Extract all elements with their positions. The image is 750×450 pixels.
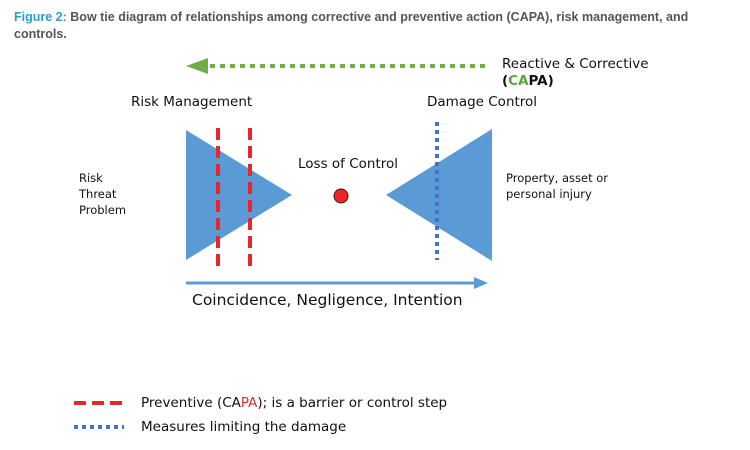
- reactive-line1: Reactive & Corrective: [502, 56, 649, 72]
- reactive-label: Reactive & Corrective (CAPA): [502, 56, 649, 90]
- damage-control-header: Damage Control: [427, 94, 538, 110]
- legend-measures: Measures limiting the damage: [141, 419, 347, 435]
- bottom-arrow-label: Coincidence, Negligence, Intention: [192, 291, 463, 309]
- figure-label: Figure 2:: [14, 10, 67, 24]
- left-item-risk: Risk: [79, 171, 103, 185]
- reactive-line2: (CAPA): [502, 73, 554, 89]
- left-triangle: [186, 130, 292, 260]
- right-items: Property, asset or personal injury: [506, 170, 608, 202]
- risk-management-header: Risk Management: [131, 94, 253, 110]
- right-item-1: Property, asset or: [506, 171, 609, 185]
- figure-caption: Figure 2: Bow tie diagram of relationshi…: [14, 9, 734, 43]
- legend-preventive: Preventive (CAPA); is a barrier or contr…: [141, 395, 448, 411]
- loss-of-control-dot: [333, 188, 349, 204]
- reactive-pa: PA: [528, 73, 548, 89]
- left-items: Risk Threat Problem: [79, 170, 126, 218]
- right-item-2: personal injury: [506, 187, 592, 201]
- bottom-arrow-head: [474, 277, 488, 289]
- left-item-problem: Problem: [79, 203, 127, 217]
- reactive-arrow-head: [186, 58, 208, 74]
- legend-pa: PA: [240, 395, 258, 411]
- reactive-ca: CA: [508, 73, 529, 89]
- loss-of-control-label: Loss of Control: [298, 156, 399, 172]
- left-item-threat: Threat: [79, 187, 117, 201]
- figure-caption-text: Bow tie diagram of relationships among c…: [14, 10, 689, 41]
